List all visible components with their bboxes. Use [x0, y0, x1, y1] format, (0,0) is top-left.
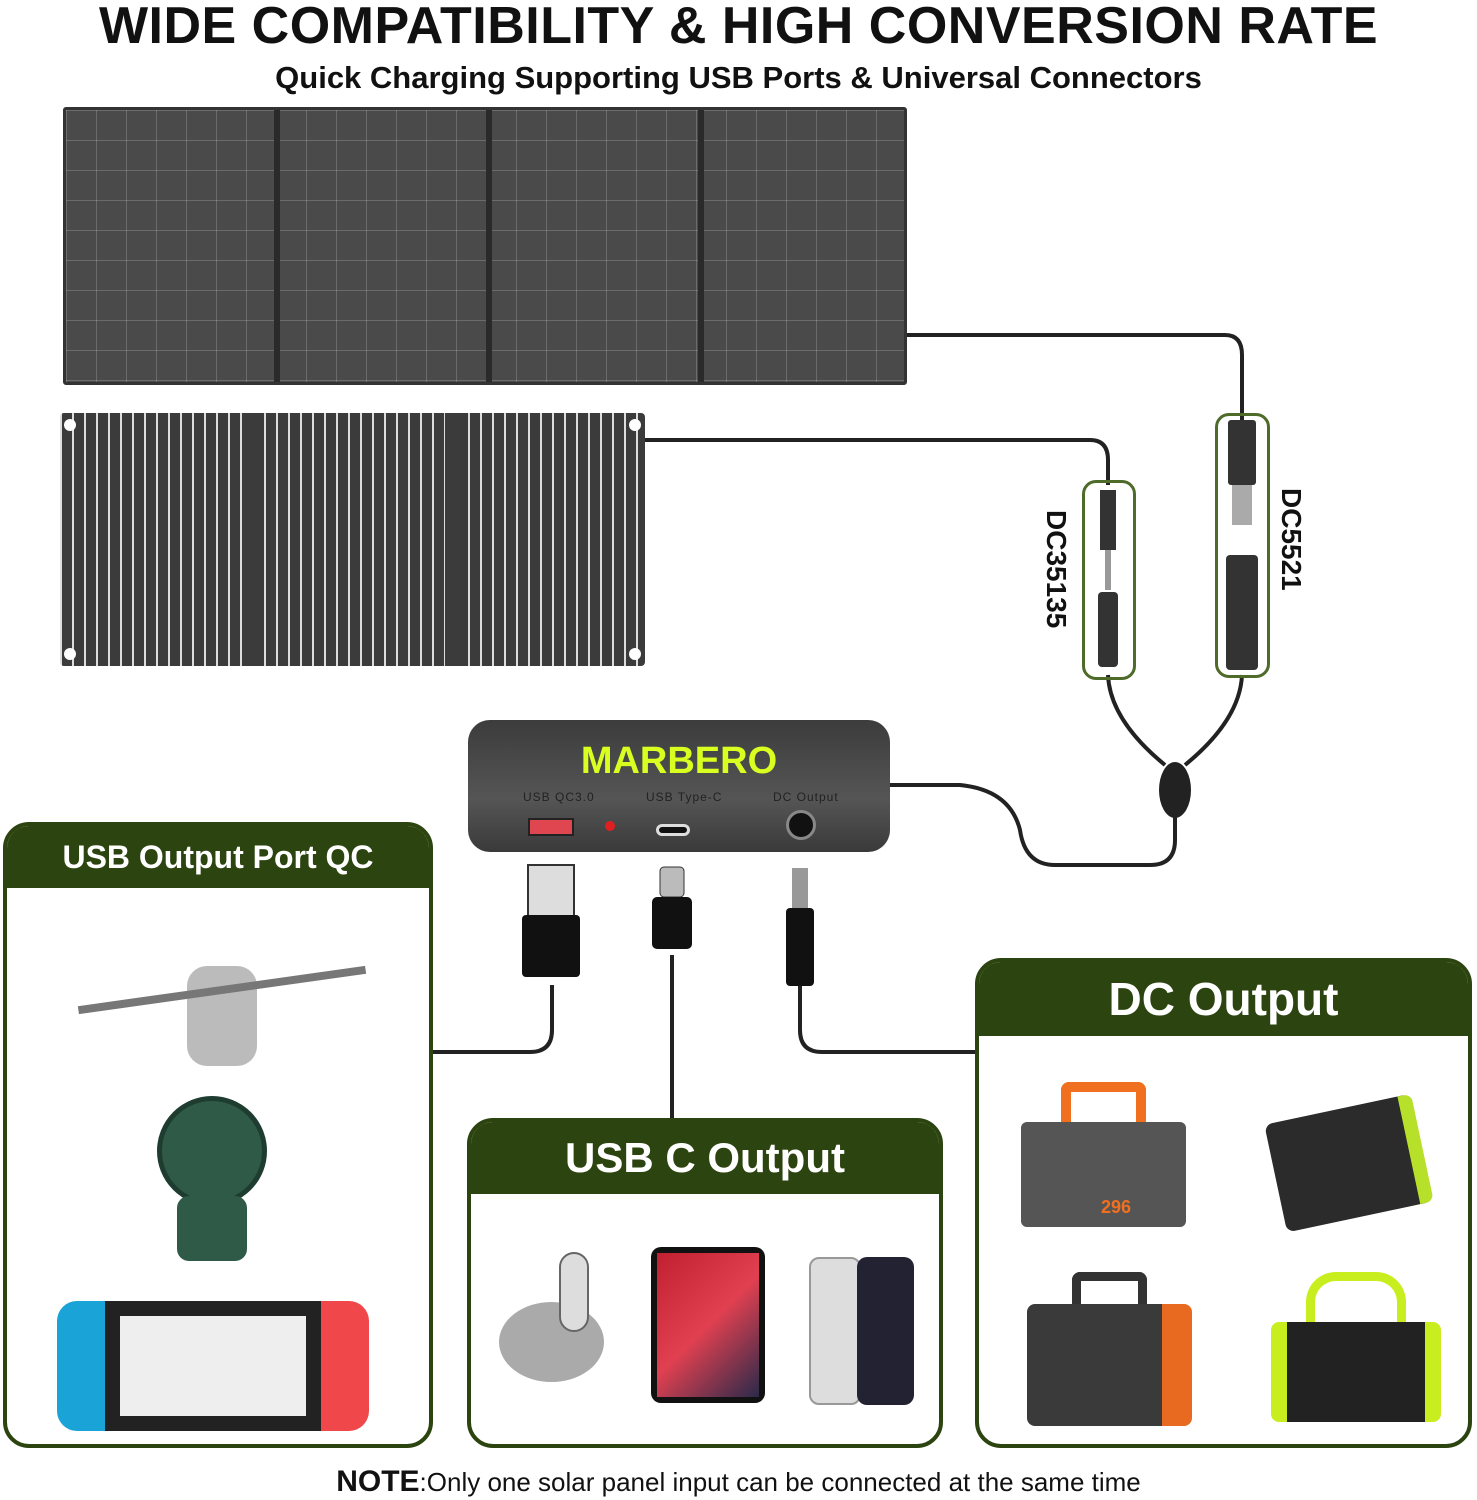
dc5521-label: DC5521 — [1276, 488, 1307, 591]
usb-a-plug — [522, 864, 580, 977]
solar-panel-etfe — [60, 413, 645, 666]
dc-section: DC Output 296 — [975, 958, 1472, 1448]
tablet-image — [651, 1247, 765, 1403]
converter-hub: MARBERO USB QC3.0 USB Type-C DC Output — [468, 720, 890, 852]
usb-qc-section: USB Output Port QC — [3, 822, 433, 1448]
earbuds-image — [499, 1252, 604, 1387]
usb-a-port — [528, 818, 574, 836]
subtitle: Quick Charging Supporting USB Ports & Un… — [275, 60, 1202, 95]
power-station-orange-image: 296 — [1021, 1082, 1186, 1227]
dc5521-highlight — [1215, 413, 1270, 678]
fan-image — [152, 1096, 272, 1266]
phone-image — [809, 1257, 914, 1405]
port-label-usb-qc: USB QC3.0 — [523, 790, 595, 804]
port-label-dc: DC Output — [773, 790, 839, 804]
cable-panel2 — [645, 438, 1110, 485]
section-header: DC Output — [979, 962, 1468, 1036]
dc-port — [786, 810, 816, 840]
cable-usb — [433, 985, 554, 1054]
power-station-dark-image — [1027, 1272, 1192, 1427]
cable-panel1 — [905, 333, 1244, 420]
brand-logo: MARBERO — [580, 740, 778, 782]
led-indicator — [605, 821, 615, 831]
section-header: USB C Output — [471, 1122, 939, 1194]
y-splitter — [1159, 762, 1191, 818]
page-title: WIDE COMPATIBILITY & HIGH CONVERSION RAT… — [98, 0, 1379, 55]
usb-c-port — [656, 824, 690, 836]
power-station-green-image — [1260, 1072, 1448, 1252]
cable-dc — [798, 985, 975, 1054]
note-text: :Only one solar panel input can be conne… — [419, 1467, 1141, 1497]
section-header: USB Output Port QC — [7, 826, 429, 888]
capacity-label: 296 — [1101, 1197, 1132, 1217]
power-station-yellow-image — [1271, 1272, 1441, 1422]
port-label-usb-c: USB Type-C — [646, 790, 723, 804]
note: NOTE:Only one solar panel input can be c… — [0, 1465, 1477, 1499]
solar-panel-monocrystalline — [63, 107, 907, 385]
dc35135-highlight — [1082, 480, 1136, 680]
note-label: NOTE — [336, 1465, 420, 1498]
dc35135-plug — [1098, 490, 1118, 667]
drone-image — [77, 946, 367, 1066]
dc5521-plug — [1226, 420, 1258, 670]
dc35135-label: DC35135 — [1041, 510, 1072, 629]
usb-c-plug — [652, 866, 692, 949]
usb-c-section: USB C Output — [467, 1118, 943, 1448]
game-console-image — [57, 1301, 369, 1436]
dc-plug — [786, 868, 814, 986]
